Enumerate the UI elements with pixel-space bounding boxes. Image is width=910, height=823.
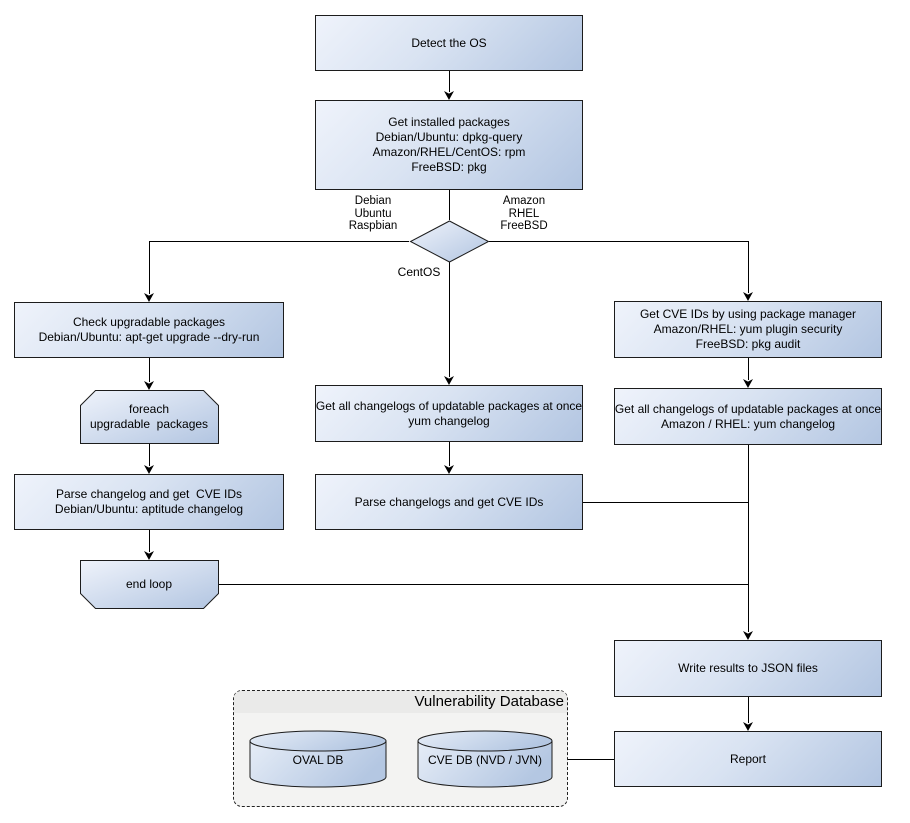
node-label: Parse changelogs and get CVE IDs (354, 494, 544, 509)
node-label: Get CVE IDs by using package manager (639, 307, 857, 321)
connector-cve-to-changelog (748, 358, 749, 380)
branch-label-line: Debian (354, 195, 392, 207)
node-write-results: Write results to JSON files (614, 640, 882, 697)
node-label: FreeBSD: pkg audit (695, 337, 801, 351)
arrowhead-icon (743, 379, 753, 388)
node-end-loop: end loop (80, 560, 218, 608)
node-check-upgradable-packages: Check upgradable packages Debian/Ubuntu:… (14, 302, 284, 358)
node-label: foreach (128, 401, 170, 416)
node-label: Debian/Ubuntu: apt-get upgrade --dry-run (38, 330, 260, 344)
node-label: Get all changelogs of updatable packages… (315, 398, 583, 413)
branch-label-centos: CentOS (379, 266, 459, 279)
node-foreach-loop: foreach upgradable packages (80, 390, 218, 443)
connector-midchangelog-to-parse (449, 442, 450, 466)
branch-label-line: FreeBSD (500, 220, 548, 232)
node-label: Amazon/RHEL: yum plugin security (653, 322, 843, 336)
node-label: Amazon / RHEL: yum changelog (660, 416, 836, 431)
arrowhead-icon (444, 91, 454, 100)
arrowhead-icon (144, 551, 154, 560)
os-decision-diamond (409, 220, 490, 263)
vulnerability-database-title: Vulnerability Database (234, 691, 567, 713)
branch-label-line: CentOS (397, 265, 441, 279)
branch-label-debian: Debian Ubuntu Raspbian (333, 195, 413, 233)
cve-db-cylinder-icon (417, 730, 553, 788)
node-label: Get installed packages (388, 115, 510, 129)
node-foreach-loop-shape (80, 390, 219, 444)
node-label: Check upgradable packages (72, 315, 226, 329)
node-label: Report (729, 751, 767, 766)
branch-label-line: Ubuntu (354, 207, 392, 220)
arrowhead-icon (743, 722, 753, 731)
node-detect-os: Detect the OS (315, 15, 583, 71)
arrowhead-icon (444, 465, 454, 474)
arrowhead-icon (743, 631, 753, 640)
arrowhead-icon (444, 376, 454, 385)
connector-left-down (149, 241, 150, 294)
connector-diamond-right (489, 241, 748, 242)
connector-diamond-centos (449, 262, 450, 377)
node-label: Debian/Ubuntu: aptitude changelog (54, 502, 244, 516)
node-get-installed-packages: Get installed packages Debian/Ubuntu: dp… (315, 100, 583, 190)
node-get-changelogs-centos: Get all changelogs of updatable packages… (315, 385, 583, 442)
node-label: FreeBSD: pkg (411, 160, 487, 174)
node-get-changelogs-amazon-rhel: Get all changelogs of updatable packages… (614, 388, 882, 445)
oval-db-cylinder-icon (249, 730, 387, 788)
node-label: Write results to JSON files (678, 661, 818, 675)
node-label: yum changelog (408, 413, 490, 428)
connector-midparse-to-main (583, 502, 748, 503)
branch-label-line: Raspbian (348, 220, 398, 232)
node-parse-changelog-left: Parse changelog and get CVE IDs Debian/U… (14, 474, 284, 530)
connector-write-to-report (748, 697, 749, 723)
node-label: end loop (125, 576, 173, 591)
node-label: Get all changelogs of updatable packages… (614, 401, 882, 416)
oval-db-label-wrap: OVAL DB (249, 735, 387, 785)
branch-label-line: RHEL (508, 207, 540, 220)
connector-diamond-left (149, 241, 409, 242)
connector-endloop-to-main (218, 584, 748, 585)
connector-detect-to-installed (449, 71, 450, 92)
node-parse-changelogs-centos: Parse changelogs and get CVE IDs (315, 474, 583, 530)
cve-db-label: CVE DB (NVD / JVN) (427, 752, 542, 767)
node-label: Amazon/RHEL/CentOS: rpm (372, 145, 526, 159)
connector-parse-to-endloop (149, 530, 150, 552)
connector-db-to-report (568, 759, 614, 760)
node-label: Parse changelog and get CVE IDs (55, 487, 243, 501)
connector-right-down (748, 241, 749, 293)
oval-db-label: OVAL DB (292, 752, 344, 767)
branch-label-line: Amazon (502, 195, 546, 207)
node-label: upgradable packages (89, 416, 209, 431)
connector-installed-to-diamond (449, 190, 450, 220)
node-label: Detect the OS (411, 35, 487, 50)
node-report: Report (614, 731, 882, 787)
cve-db-label-wrap: CVE DB (NVD / JVN) (417, 735, 553, 785)
connector-right-to-write (748, 445, 749, 632)
connector-foreach-to-parse (149, 443, 150, 466)
branch-label-amazon: Amazon RHEL FreeBSD (484, 195, 564, 233)
arrowhead-icon (144, 465, 154, 474)
vulnerability-database-group: Vulnerability Database OVAL DB CVE DB (233, 690, 568, 807)
arrowhead-icon (144, 381, 154, 390)
connector-check-to-foreach (149, 358, 150, 382)
node-label: Debian/Ubuntu: dpkg-query (375, 130, 523, 144)
node-end-loop-shape (80, 560, 219, 609)
node-get-cve-ids-pkg-manager: Get CVE IDs by using package manager Ama… (614, 301, 882, 358)
arrowhead-icon (144, 293, 154, 302)
arrowhead-icon (743, 292, 753, 301)
